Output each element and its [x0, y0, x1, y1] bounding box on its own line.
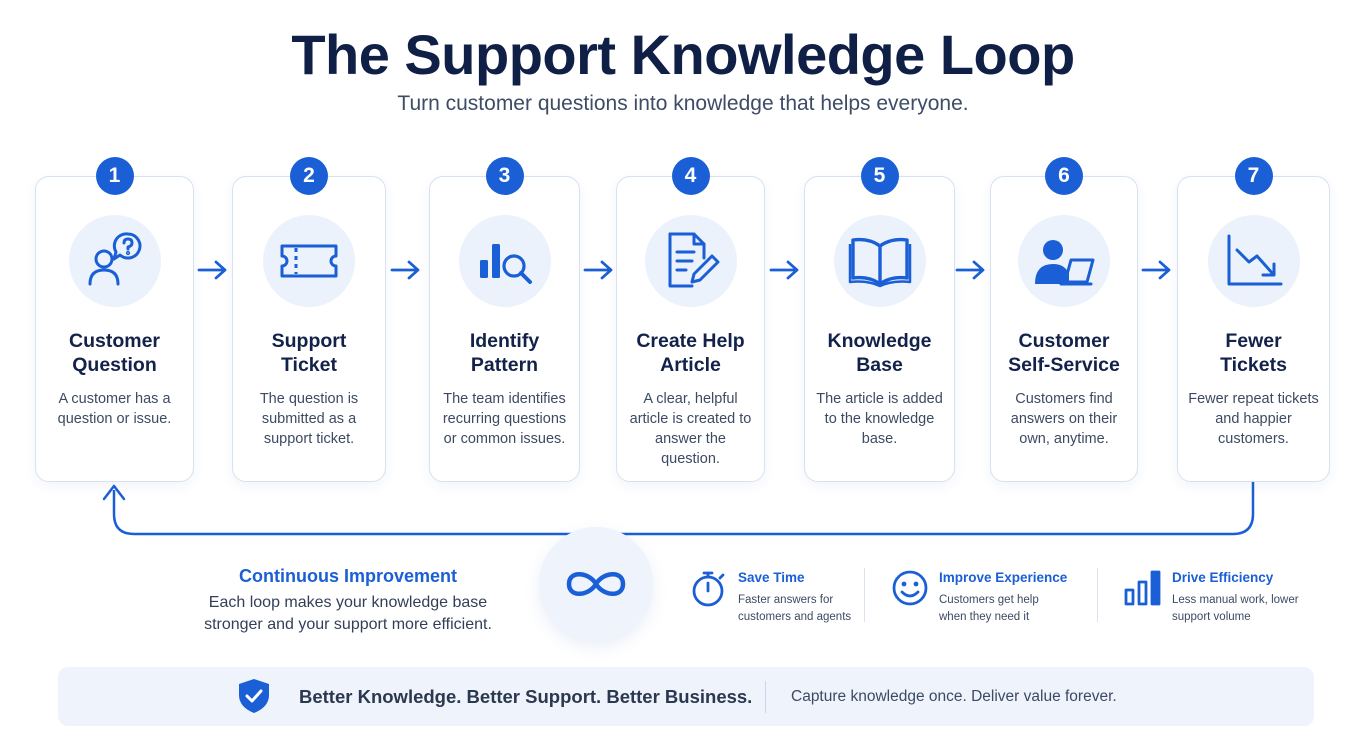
step-description: Fewer repeat tickets and happier custome… — [1188, 391, 1319, 447]
step-card-support-ticket: 2 Support Ticket The question is submitt… — [232, 157, 386, 482]
shield-check-icon — [239, 679, 269, 713]
step-description: The article is added to the knowledge ba… — [816, 391, 943, 447]
document-edit-icon — [644, 215, 737, 307]
benefit-title: Improve Experience — [939, 570, 1068, 585]
step-title: Identify Pattern — [469, 330, 540, 376]
step-number-badge: 1 — [95, 157, 134, 195]
chart-search-icon — [458, 215, 551, 307]
page-title: The Support Knowledge Loop — [291, 23, 1075, 86]
step-number-badge: 4 — [671, 157, 710, 195]
arrow-right-icon — [769, 260, 799, 280]
step-description: The team identifies recurring questions … — [442, 391, 567, 447]
bar-chart-icon — [1124, 570, 1161, 606]
page-subtitle: Turn customer questions into knowledge t… — [397, 92, 969, 115]
step-description: The question is submitted as a support t… — [259, 391, 359, 447]
step-number-badge: 3 — [485, 157, 524, 195]
user-laptop-icon — [1018, 215, 1110, 307]
customer-question-icon — [68, 215, 161, 307]
step-title: Customer Question — [68, 330, 161, 376]
step-card-create-help-article: 4 Create Help Article A clear, helpful a… — [616, 157, 765, 482]
ticket-icon — [263, 215, 355, 307]
benefit-description: Less manual work, lower support volume — [1172, 594, 1299, 623]
infinity-icon — [539, 527, 653, 641]
step-card-customer-question: 1 Customer Question A customer has a que… — [35, 157, 194, 482]
smiley-icon — [892, 570, 928, 606]
step-card-knowledge-base: 5 Knowledge Base The article is added to… — [804, 157, 955, 482]
step-card-customer-self-service: 6 Customer Self-Service Customers find a… — [990, 157, 1138, 482]
trend-down-icon — [1207, 215, 1300, 307]
step-title: Knowledge Base — [827, 330, 932, 376]
continuous-improvement-description: Each loop makes your knowledge base stro… — [204, 594, 492, 633]
benefit-divider — [864, 568, 865, 622]
arrow-right-icon — [955, 260, 985, 280]
step-number-badge: 7 — [1234, 157, 1273, 195]
step-description: A clear, helpful article is created to a… — [629, 391, 752, 467]
footer-headline: Better Knowledge. Better Support. Better… — [299, 686, 753, 707]
benefit-title: Save Time — [738, 570, 805, 585]
footer-banner: Better Knowledge. Better Support. Better… — [58, 667, 1314, 726]
step-description: A customer has a question or issue. — [57, 391, 172, 427]
step-title: Customer Self-Service — [1008, 330, 1120, 376]
step-title: Fewer Tickets — [1220, 330, 1287, 376]
footer-tagline: Capture knowledge once. Deliver value fo… — [791, 688, 1117, 705]
step-card-fewer-tickets: 7 Fewer Tickets Fewer repeat tickets and… — [1177, 157, 1330, 482]
arrow-right-icon — [1141, 260, 1171, 280]
step-title: Create Help Article — [636, 330, 745, 376]
stopwatch-icon — [692, 571, 725, 607]
step-title: Support Ticket — [271, 330, 347, 376]
arrow-right-icon — [197, 260, 227, 280]
benefit-save-time: Save Time Faster answers for customers a… — [690, 566, 860, 630]
benefit-improve-experience: Improve Experience Customers get help wh… — [891, 566, 1081, 630]
step-description: Customers find answers on their own, any… — [1010, 391, 1118, 447]
footer-divider — [765, 681, 766, 713]
arrow-right-icon — [390, 260, 420, 280]
benefit-title: Drive Efficiency — [1172, 570, 1274, 585]
benefit-divider — [1097, 568, 1098, 622]
continuous-improvement-title: Continuous Improvement — [238, 566, 457, 586]
benefit-description: Faster answers for customers and agents — [738, 594, 852, 623]
step-number-badge: 6 — [1045, 157, 1083, 195]
step-card-identify-pattern: 3 Identify Pattern The team identifies r… — [429, 157, 580, 482]
benefit-drive-efficiency: Drive Efficiency Less manual work, lower… — [1124, 566, 1304, 630]
arrow-right-icon — [583, 260, 613, 280]
open-book-icon — [833, 215, 926, 307]
benefit-description: Customers get help when they need it — [939, 594, 1039, 623]
step-number-badge: 2 — [290, 157, 328, 195]
step-number-badge: 5 — [860, 157, 899, 195]
